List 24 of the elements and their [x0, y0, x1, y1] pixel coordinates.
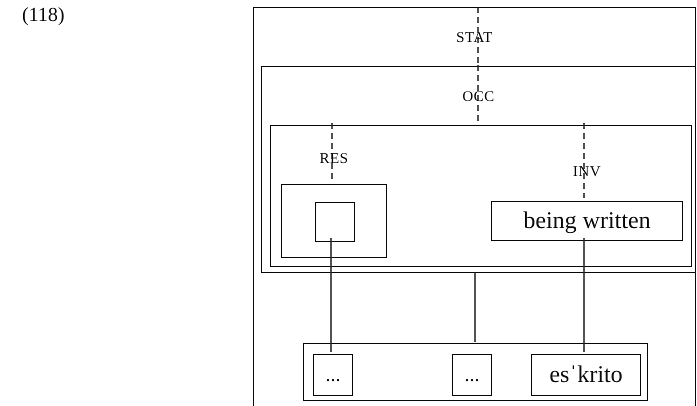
dashed-line: [477, 7, 479, 65]
feature-label: OCC: [462, 89, 495, 106]
node-text: ...: [326, 364, 340, 386]
feature-label: INV: [572, 164, 602, 181]
node-text: ...: [464, 364, 480, 386]
frame-box: [303, 343, 648, 401]
frame-box: [261, 66, 696, 273]
text-box: [531, 354, 641, 396]
feature-label: STAT: [456, 30, 493, 47]
dashed-line: [331, 123, 333, 181]
dashed-line: [583, 123, 585, 198]
connector-line: [330, 238, 332, 352]
connector-line: [474, 272, 476, 342]
dashed-line: [477, 65, 479, 123]
example-number: (118): [22, 4, 65, 27]
feature-label: RES: [319, 151, 348, 168]
frame-box: [253, 7, 696, 406]
empty-box: [315, 202, 355, 242]
connector-line: [583, 238, 585, 352]
frame-box: [270, 125, 692, 267]
text-box: [452, 354, 492, 396]
node-text: being written: [523, 208, 651, 234]
node-text: esˈkrito: [549, 362, 623, 388]
text-box: [313, 354, 353, 396]
